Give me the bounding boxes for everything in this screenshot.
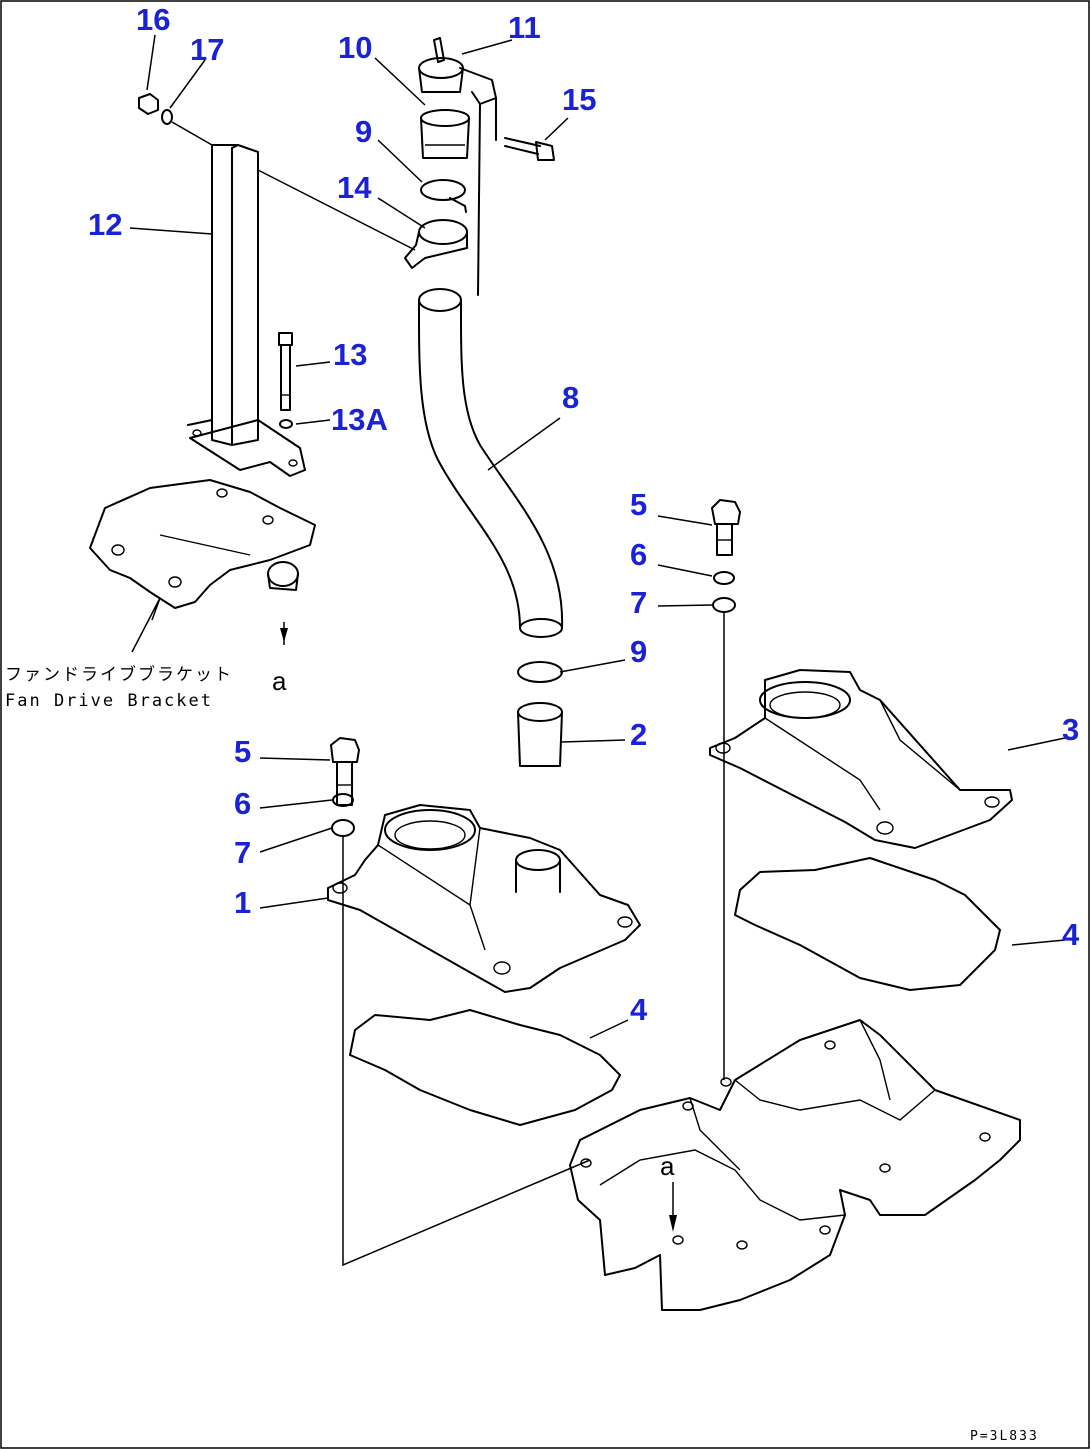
bracket-note-jp: ファンドライブブラケット	[5, 664, 233, 685]
callout-1: 1	[234, 885, 251, 920]
callout-11: 11	[508, 10, 541, 45]
part-5-bolt-right	[711, 499, 741, 556]
callout-9-lower: 9	[630, 634, 647, 669]
part-13-bolt	[278, 332, 293, 411]
callout-4-right: 4	[1062, 917, 1080, 952]
part-4-gasket-left	[349, 1009, 621, 1126]
part-15-bolt	[504, 137, 555, 161]
engine-housing	[569, 1019, 1021, 1311]
callout-10: 10	[338, 30, 372, 65]
callout-3: 3	[1062, 712, 1079, 747]
bracket-note-en: Fan Drive Bracket	[5, 691, 213, 711]
part-9-clamp-upper	[420, 179, 467, 213]
part-1-cover-left	[327, 804, 641, 993]
callout-5-left: 5	[234, 734, 251, 769]
callout-13: 13	[333, 337, 367, 372]
callout-12: 12	[88, 207, 122, 242]
callout-5-right: 5	[630, 487, 647, 522]
bracket-boss	[267, 561, 299, 591]
callout-15: 15	[562, 82, 596, 117]
part-16-nut	[138, 93, 159, 115]
callout-8: 8	[562, 380, 579, 415]
leader-stay-clip	[257, 169, 416, 251]
part-11-filler-cap	[418, 37, 497, 296]
part-2-sleeve	[517, 702, 563, 767]
drawing-code: P=3L833	[970, 1429, 1039, 1444]
callout-9-upper: 9	[355, 114, 372, 149]
callout-13a: 13A	[331, 402, 388, 437]
leader-bracket-note	[131, 597, 161, 653]
part-6-washer-left	[332, 793, 354, 807]
ref-a-lower: a	[660, 1151, 675, 1181]
callout-6-left: 6	[234, 786, 251, 821]
callout-16: 16	[136, 2, 170, 37]
part-14-clip	[404, 219, 468, 269]
callout-7-right: 7	[630, 585, 647, 620]
callout-leaders	[129, 34, 1066, 1039]
callout-6-right: 6	[630, 537, 647, 572]
fan-drive-bracket	[89, 479, 316, 609]
callout-4-left: 4	[630, 992, 648, 1027]
leader-left-bolt	[342, 836, 591, 1267]
leader-17-stay	[171, 121, 213, 146]
callout-7-left: 7	[234, 835, 251, 870]
part-3-cover-right	[709, 669, 1013, 849]
part-12-stay	[187, 144, 306, 477]
part-10-sleeve	[420, 109, 470, 159]
callout-2: 2	[630, 717, 647, 752]
part-17-washer	[161, 109, 173, 125]
callout-17: 17	[190, 32, 224, 67]
part-4-gasket-right	[734, 857, 1001, 991]
part-6-washer-right	[713, 571, 735, 585]
part-8-hose	[417, 288, 564, 638]
ref-a-upper: a	[272, 666, 287, 696]
callout-14: 14	[337, 170, 372, 205]
part-13a-washer	[279, 419, 293, 429]
